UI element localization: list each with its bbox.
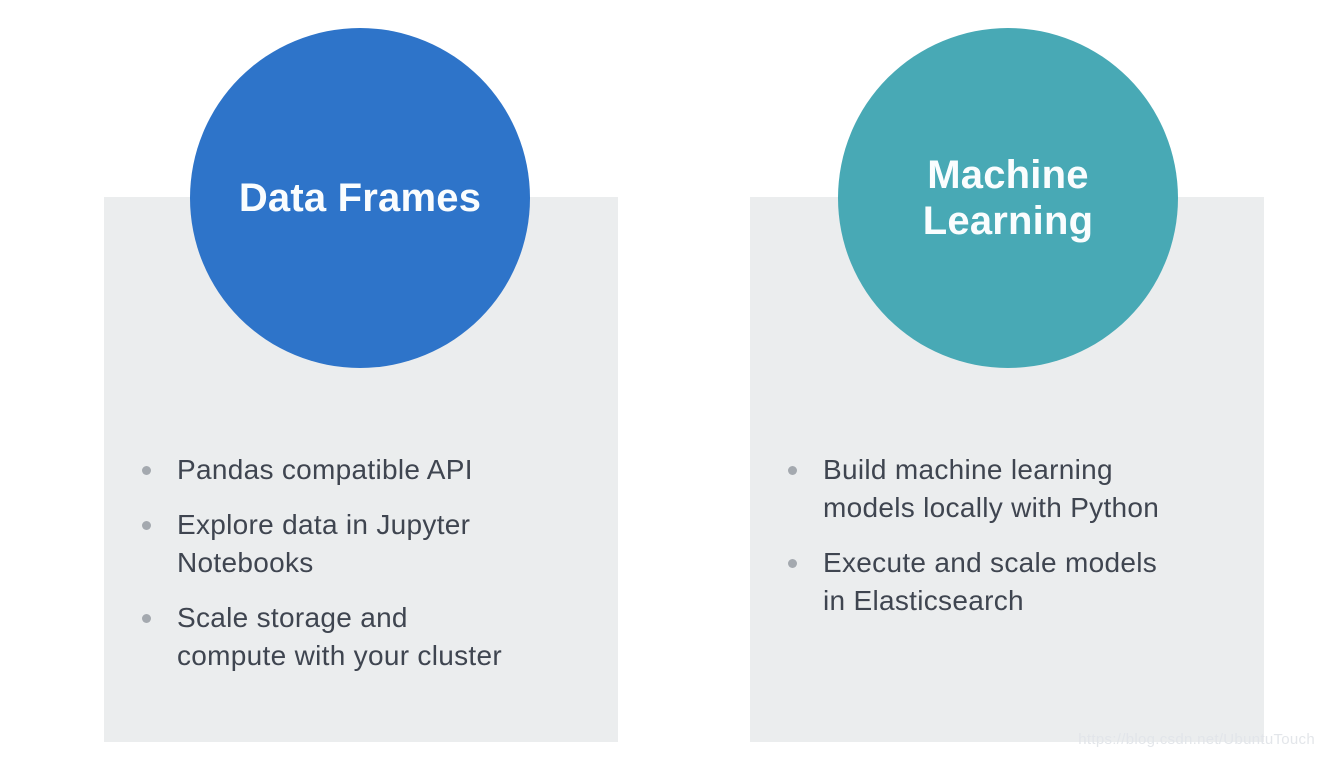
machine-learning-card: Build machine learning models locally wi… <box>750 197 1264 742</box>
dataframes-circle: Data Frames <box>190 28 530 368</box>
machine-learning-circle: Machine Learning <box>838 28 1178 368</box>
bullet-dot-icon <box>142 521 151 530</box>
dataframes-bullet-list: Pandas compatible API Explore data in Ju… <box>142 451 594 675</box>
bullet-text: Execute and scale models in Elasticsearc… <box>823 547 1158 616</box>
list-item: Scale storage and compute with your clus… <box>142 599 594 675</box>
bullet-dot-icon <box>788 466 797 475</box>
bullet-text: Explore data in Jupyter Notebooks <box>177 509 471 578</box>
list-item: Build machine learning models locally wi… <box>788 451 1240 527</box>
machine-learning-circle-title: Machine Learning <box>922 153 1094 243</box>
list-item: Pandas compatible API <box>142 451 594 489</box>
dataframes-circle-title: Data Frames <box>238 176 482 220</box>
bullet-dot-icon <box>142 614 151 623</box>
bullet-text: Build machine learning models locally wi… <box>823 454 1160 523</box>
bullet-text: Scale storage and compute with your clus… <box>177 602 502 671</box>
bullet-dot-icon <box>788 559 797 568</box>
bullet-text: Pandas compatible API <box>177 454 473 485</box>
bullet-dot-icon <box>142 466 151 475</box>
list-item: Explore data in Jupyter Notebooks <box>142 506 594 582</box>
watermark-url: https://blog.csdn.net/UbuntuTouch <box>1078 731 1315 748</box>
machine-learning-bullet-list: Build machine learning models locally wi… <box>788 451 1240 620</box>
list-item: Execute and scale models in Elasticsearc… <box>788 544 1240 620</box>
